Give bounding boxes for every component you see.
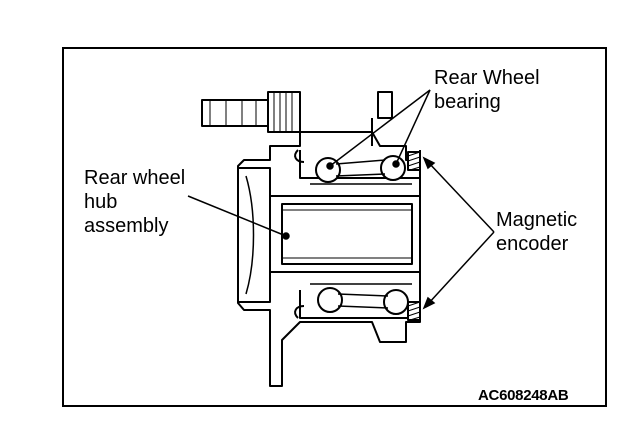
seal-bottom-left	[294, 305, 305, 319]
hub-bore	[269, 195, 421, 273]
label-rear-wheel-hub-assembly: Rear wheel hub assembly	[84, 167, 186, 237]
leader-encoder-1	[427, 161, 495, 233]
bearing-ball-bottom-right	[383, 289, 409, 315]
leader-hub	[187, 195, 287, 237]
bearing-ball-top-left	[315, 157, 341, 183]
magnetic-encoder-top	[407, 151, 421, 171]
wheel-stud	[201, 91, 301, 133]
figure-code: AC608248AB	[478, 387, 569, 404]
leader-encoder-2	[427, 231, 495, 305]
leader-bearing-2	[395, 89, 431, 165]
figure-frame	[62, 47, 607, 407]
bearing-ball-bottom-left	[317, 287, 343, 313]
seal-top-left	[294, 149, 305, 163]
magnetic-encoder-bottom	[407, 301, 421, 321]
leader-bearing-1	[329, 89, 431, 167]
label-rear-wheel-bearing: Rear Wheel bearing	[434, 67, 540, 113]
label-magnetic-encoder: Magnetic encoder	[496, 209, 578, 255]
